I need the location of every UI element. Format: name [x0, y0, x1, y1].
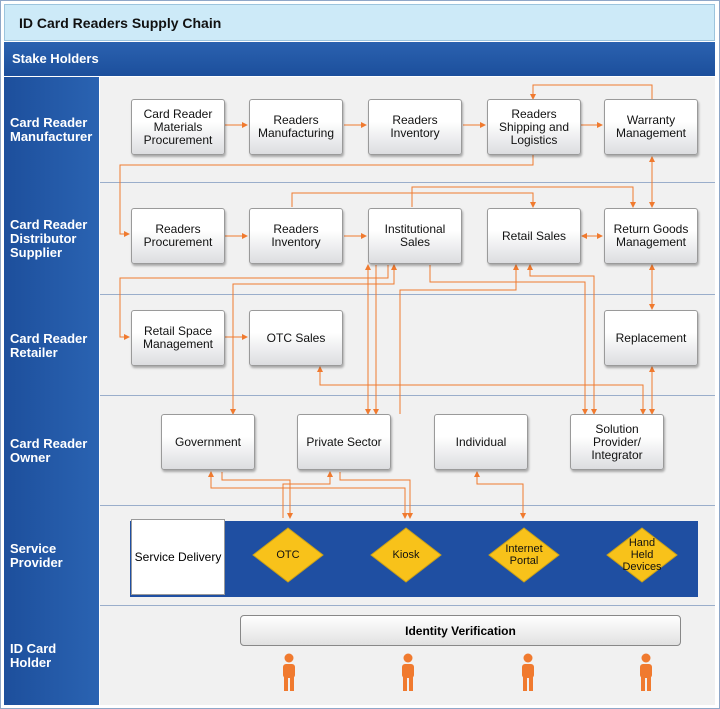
node-readers-procurement: Readers Procurement [131, 208, 225, 264]
person-icon [637, 653, 655, 691]
identity-verification-bar: Identity Verification [240, 615, 681, 646]
lane-label: Card Reader Manufacturer [4, 77, 99, 183]
node-government: Government [161, 414, 255, 470]
node-retail-space-management: Retail Space Management [131, 310, 225, 366]
lane-label: Card Reader Owner [4, 396, 99, 506]
node-replacement: Replacement [604, 310, 698, 366]
person-icon [399, 653, 417, 691]
node-institutional-sales: Institutional Sales [368, 208, 462, 264]
channel-kiosk-diamond: Kiosk [369, 526, 443, 584]
node-readers-manufacturing: Readers Manufacturing [249, 99, 343, 155]
stakeholders-label: Stake Holders [12, 51, 99, 66]
lane-label: Service Provider [4, 506, 99, 606]
node-readers-inventory-manufacturer: Readers Inventory [368, 99, 462, 155]
node-materials-procurement: Card Reader Materials Procurement [131, 99, 225, 155]
channel-otc-diamond: OTC [251, 526, 325, 584]
lane-label: Card Reader Distributor Supplier [4, 183, 99, 295]
node-private-sector: Private Sector [297, 414, 391, 470]
node-readers-inventory-distributor: Readers Inventory [249, 208, 343, 264]
title-bar: ID Card Readers Supply Chain [4, 4, 715, 41]
channel-internet-portal-diamond: Internet Portal [487, 526, 561, 584]
diagram-title: ID Card Readers Supply Chain [19, 15, 222, 31]
channel-hand-held-devices-diamond: Hand Held Devices [605, 526, 679, 584]
lane-label: Card Reader Retailer [4, 295, 99, 396]
node-return-goods-management: Return Goods Management [604, 208, 698, 264]
node-otc-sales: OTC Sales [249, 310, 343, 366]
stakeholders-header: Stake Holders [4, 42, 715, 76]
person-icon [280, 653, 298, 691]
node-retail-sales: Retail Sales [487, 208, 581, 264]
service-delivery-box: Service Delivery [131, 519, 225, 595]
person-icon [519, 653, 537, 691]
node-individual: Individual [434, 414, 528, 470]
node-warranty-management: Warranty Management [604, 99, 698, 155]
lane-label: ID Card Holder [4, 606, 99, 705]
node-shipping-logistics: Readers Shipping and Logistics [487, 99, 581, 155]
node-solution-provider: Solution Provider/ Integrator [570, 414, 664, 470]
